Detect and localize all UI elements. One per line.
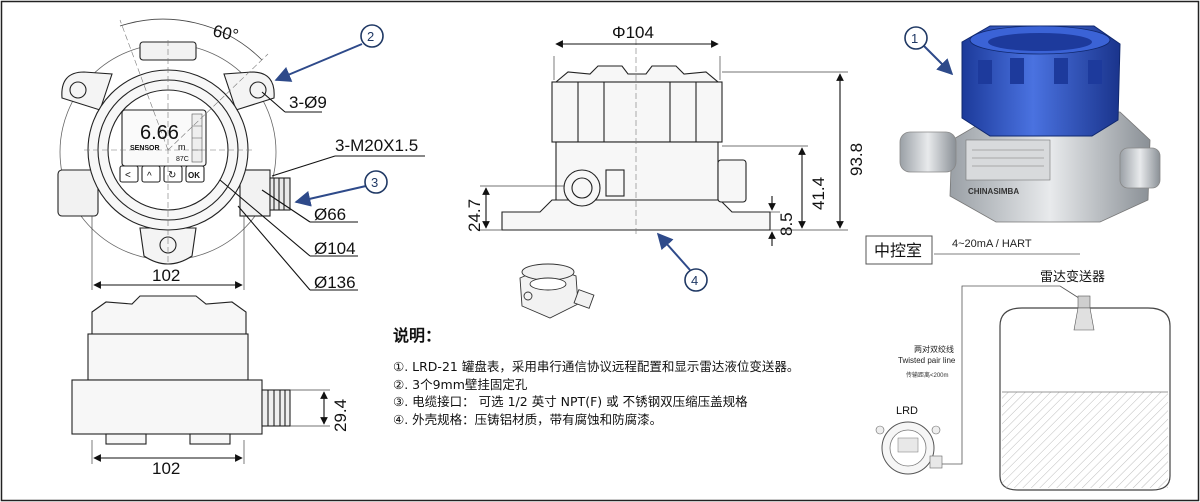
key-refresh — [163, 165, 183, 183]
control-room-label: 中控室 — [874, 242, 922, 260]
foot-left — [105, 433, 147, 445]
product-photo: CHINASIMBA — [899, 25, 1161, 223]
top-view — [71, 295, 330, 464]
lcd-value: 6.66 — [140, 122, 179, 144]
base-body — [71, 379, 263, 435]
side-lid — [551, 81, 723, 143]
top-width-label: 102 — [152, 459, 180, 478]
iso-sketch — [519, 263, 595, 319]
tank-liquid — [1002, 392, 1168, 488]
key-refresh-label: ↻ — [168, 170, 176, 181]
base-thickness-label: 8.5 — [777, 212, 796, 236]
lcd-panel — [121, 109, 207, 167]
distance-label: 传输距离<200m — [906, 371, 949, 379]
mount-ear-right — [223, 71, 275, 111]
control-room-box — [865, 235, 933, 265]
callout-1 — [904, 26, 928, 50]
dia-136-label: Ø136 — [314, 273, 356, 292]
callout-1-label: 1 — [911, 31, 918, 46]
key-left-label: < — [125, 170, 131, 181]
cable-cn-label: 两对双绞线 — [914, 344, 954, 354]
key-up-label: ^ — [147, 171, 152, 182]
product-brand: CHINASIMBA — [968, 187, 1019, 196]
mount-hole-left — [69, 81, 87, 99]
device-label: LRD — [896, 405, 918, 417]
housing-body — [87, 333, 249, 381]
side-port-cover — [605, 169, 625, 197]
note-item-2: ②. 3个9mm壁挂固定孔 — [393, 376, 528, 392]
side-height-body-label: 41.4 — [809, 177, 828, 210]
left-boss — [57, 169, 99, 217]
key-ok — [185, 165, 205, 183]
top-view-labels: 102 29.4 — [152, 399, 350, 478]
mount-ear-bottom — [139, 227, 197, 265]
front-view-labels: 60° 3-Ø9 3-M20X1.5 Ø66 Ø104 Ø136 102 6.6… — [125, 21, 418, 292]
radar-head — [1077, 295, 1091, 309]
notes-block: 说明： ①. LRD-21 罐盘表，采用串行通信协议远程配置和显示雷达液位变送器… — [393, 322, 848, 428]
right-boss — [239, 169, 271, 217]
side-boss — [717, 159, 747, 203]
side-view-labels: Φ104 93.8 41.4 8.5 24.7 — [465, 23, 866, 236]
callout-3 — [364, 170, 388, 194]
key-ok-label: OK — [188, 171, 200, 180]
signal-label: 4~20mA / HART — [952, 238, 1032, 250]
gland-top — [261, 389, 291, 427]
callout-3-label: 3 — [371, 175, 378, 190]
cable-en-label: Twisted pair line — [898, 356, 956, 365]
lcd-brand: SENSOR — [130, 145, 160, 152]
mount-ear-left — [61, 71, 113, 111]
callout-4 — [684, 268, 708, 292]
side-height-total-label: 93.8 — [847, 143, 866, 176]
top-depth-label: 29.4 — [331, 399, 350, 432]
side-lid-top — [554, 65, 720, 83]
transmitter-label: 雷达变送器 — [1040, 269, 1105, 284]
lcd-sub: 87C — [176, 156, 189, 163]
lcd-unit: m — [178, 142, 186, 152]
key-up — [141, 165, 161, 183]
dia-104-label: Ø104 — [314, 239, 356, 258]
mount-hole-right — [249, 81, 267, 99]
product-gland-left — [899, 131, 957, 173]
product-gland-right — [1119, 147, 1161, 189]
cable-gland — [269, 177, 291, 211]
front-view — [57, 18, 425, 291]
mount-holes-label: 3-Ø9 — [289, 93, 327, 112]
notes-heading: 说明： — [393, 326, 442, 345]
port-height-label: 24.7 — [465, 199, 484, 232]
cable-thread-label: 3-M20X1.5 — [335, 136, 418, 155]
dia-66-label: Ø66 — [314, 205, 346, 224]
lid-castellation — [91, 295, 247, 335]
system-diagram: 中控室 4~20mA / HART 雷达变送器 两对双绞线 Twisted pa… — [865, 235, 1171, 491]
callout-2-label: 2 — [367, 29, 374, 44]
note-item-1: ①. LRD-21 罐盘表，采用串行通信协议远程配置和显示雷达液位变送器。 — [393, 359, 800, 374]
angle-label: 60° — [211, 21, 240, 45]
front-width-label: 102 — [152, 266, 180, 285]
callout-4-label: 4 — [691, 273, 698, 288]
side-diameter-label: Φ104 — [612, 23, 654, 42]
side-view — [480, 30, 848, 246]
callout-2 — [360, 24, 384, 48]
note-item-4: ④. 外壳规格：压铸铝材质，带有腐蚀和防腐漆。 — [393, 411, 663, 427]
foot-right — [189, 433, 231, 445]
key-left — [119, 165, 139, 183]
radar-horn — [1073, 307, 1095, 331]
callouts: 2 3 4 1 — [274, 24, 954, 292]
note-item-3: ③. 电缆接口： 可选 1/2 英寸 NPT(F) 或 不锈钢双压缩压盖规格 — [393, 394, 748, 409]
product-nameplate — [965, 139, 1051, 181]
